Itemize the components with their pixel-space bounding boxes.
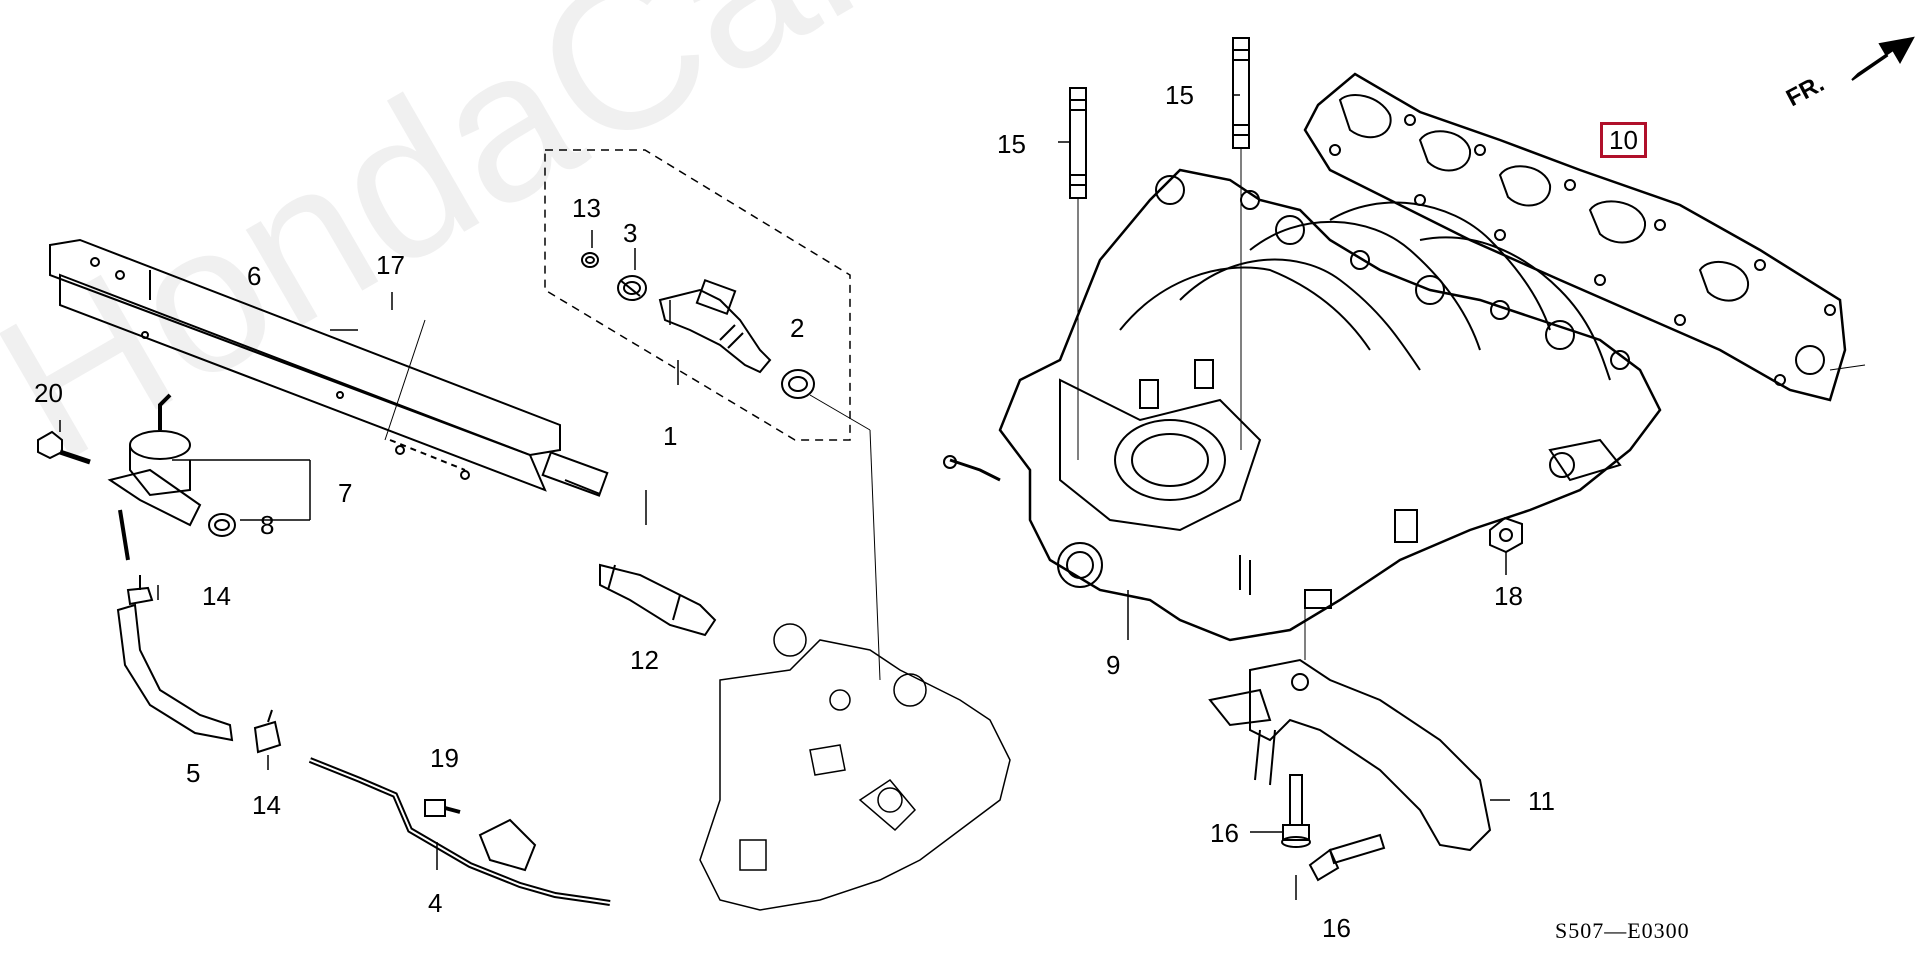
fuel-pressure-regulator <box>107 393 202 561</box>
injector-group-outline <box>544 149 851 441</box>
diagram-code: S507—E0300 <box>1555 918 1690 943</box>
flange-bolt-upper <box>1281 774 1311 848</box>
callout-10: 10 <box>1600 122 1647 158</box>
callout-20: 20 <box>34 378 63 408</box>
callout-17: 17 <box>376 250 405 280</box>
front-arrow-icon <box>1851 36 1915 81</box>
callout-1: 1 <box>663 421 678 451</box>
callout-16-lower: 16 <box>1322 913 1351 943</box>
intake-manifold <box>943 168 1662 642</box>
fuel-return-pipe <box>308 757 611 906</box>
callout-15-left: 15 <box>997 129 1026 159</box>
hose-clip-upper <box>126 575 154 606</box>
callout-15-right: 15 <box>1165 80 1194 110</box>
injector-seal-ring <box>781 369 881 681</box>
leader-lines <box>59 94 1510 900</box>
injector-o-ring-small <box>581 252 599 268</box>
callout-13: 13 <box>572 193 601 223</box>
callout-14-upper: 14 <box>202 581 231 611</box>
callout-7: 7 <box>338 478 353 508</box>
callout-6: 6 <box>247 261 262 291</box>
flange-bolt-lower <box>1308 833 1386 882</box>
callout-12: 12 <box>630 645 659 675</box>
flange-nut <box>1489 516 1523 554</box>
regulator-o-ring <box>208 513 236 537</box>
fuel-rail <box>49 238 609 497</box>
quick-connector <box>599 563 717 637</box>
manifold-ghost-view <box>699 623 1011 911</box>
hose-clip-lower <box>253 709 282 754</box>
callout-8: 8 <box>260 510 275 540</box>
callout-14-lower: 14 <box>252 790 281 820</box>
callout-11: 11 <box>1528 786 1555 816</box>
callout-5: 5 <box>186 758 201 788</box>
callout-9: 9 <box>1106 650 1121 680</box>
injector-cushion-ring <box>617 275 647 301</box>
stud-bolt-right <box>1232 37 1250 450</box>
fuel-injector <box>658 278 772 374</box>
flange-bolt-small <box>37 430 91 465</box>
callout-19: 19 <box>430 743 459 773</box>
fuel-hose <box>116 603 234 742</box>
callout-2: 2 <box>790 313 805 343</box>
pipe-bolt <box>424 799 461 817</box>
callout-3: 3 <box>623 218 638 248</box>
callout-4: 4 <box>428 888 443 918</box>
callout-16-upper: 16 <box>1210 818 1239 848</box>
manifold-bracket <box>1208 600 1492 852</box>
callout-18: 18 <box>1494 581 1523 611</box>
stud-bolt-left <box>1069 87 1087 460</box>
intake-manifold-gasket <box>1303 72 1847 402</box>
